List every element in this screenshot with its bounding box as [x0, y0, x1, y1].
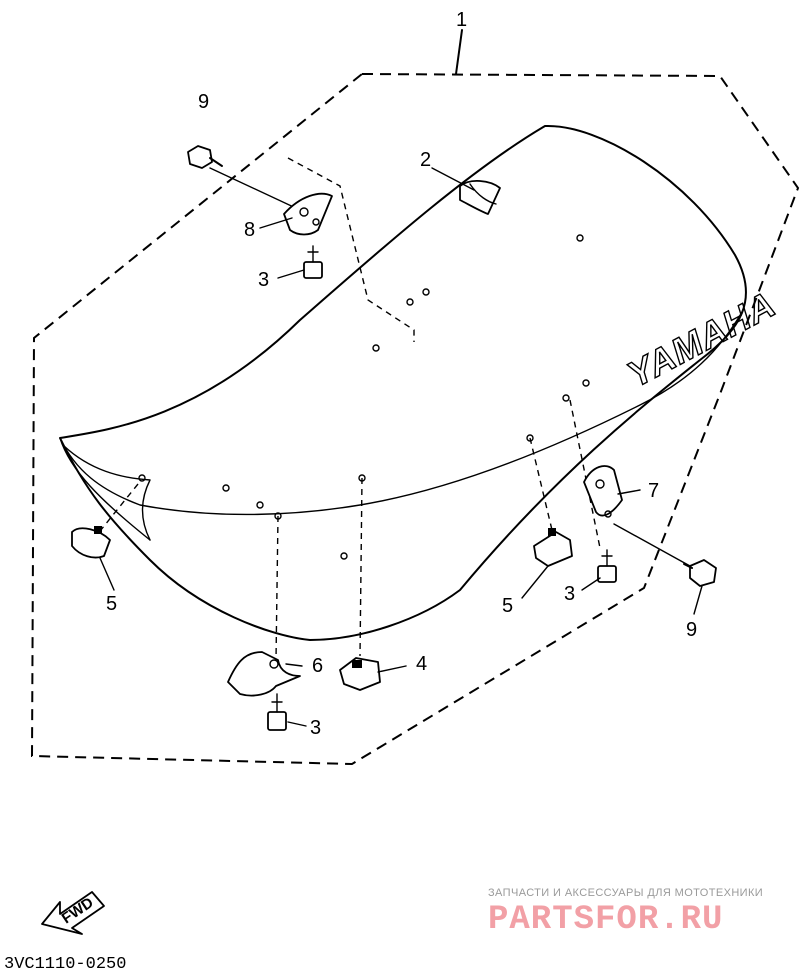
- nut-icon: [597, 549, 617, 583]
- callout-9: 9: [198, 91, 209, 113]
- seat: YAMAHA: [59, 124, 783, 641]
- assembly-boundary: [30, 72, 800, 766]
- watermark-tagline: ЗАПЧАСТИ И АКСЕССУАРЫ ДЛЯ МОТОТЕХНИКИ: [488, 887, 763, 899]
- callout-5: 5: [106, 593, 117, 615]
- seat-outline: [59, 124, 747, 641]
- callout-3: 3: [310, 717, 321, 739]
- callout-6: 6: [312, 655, 323, 677]
- callout-5: 5: [502, 595, 513, 617]
- callout-3: 3: [564, 583, 575, 605]
- seat-front-lip: [59, 437, 151, 541]
- part-8-bracket: [283, 192, 333, 236]
- seat-brand: YAMAHA: [621, 283, 783, 395]
- part-2-strap: [459, 180, 501, 215]
- part-5-clip-right: [533, 528, 573, 567]
- fwd-arrow-icon: FWD: [41, 891, 105, 935]
- nut-icon: [303, 245, 323, 279]
- part-7-bracket: [583, 465, 623, 518]
- seat-holes: [138, 234, 590, 560]
- callout-3: 3: [258, 269, 269, 291]
- callout-7: 7: [648, 480, 659, 502]
- callout-8: 8: [244, 219, 255, 241]
- assembly-leader: [455, 29, 463, 75]
- callout-2: 2: [420, 149, 431, 171]
- part-5-clip-left: [71, 526, 111, 559]
- nut-icon: [267, 693, 287, 731]
- part-4-nut-plate: [339, 657, 381, 691]
- seat-inner-edge: [59, 311, 743, 516]
- hidden-line: [287, 157, 415, 342]
- callout-9: 9: [686, 619, 697, 641]
- callout-4: 4: [416, 653, 427, 675]
- hex-bolt-icon: [683, 559, 717, 587]
- drawing-code: 3VC1110-0250: [4, 955, 126, 974]
- callout-leaders: [99, 167, 703, 727]
- watermark-site: PARTSFOR.RU: [488, 901, 723, 939]
- watermark: ЗАПЧАСТИ И АКСЕССУАРЫ ДЛЯ МОТОТЕХНИКИ PA…: [488, 887, 763, 939]
- callout-1: 1: [456, 9, 467, 31]
- part-6-bracket: [227, 651, 301, 697]
- hex-bolt-icon: [187, 145, 223, 169]
- fastener-axes: [95, 167, 691, 661]
- seat-front-pan: [63, 445, 151, 541]
- callouts: 1 2 3 3 3 4 5 5 6 7 8 9 9: [106, 9, 697, 739]
